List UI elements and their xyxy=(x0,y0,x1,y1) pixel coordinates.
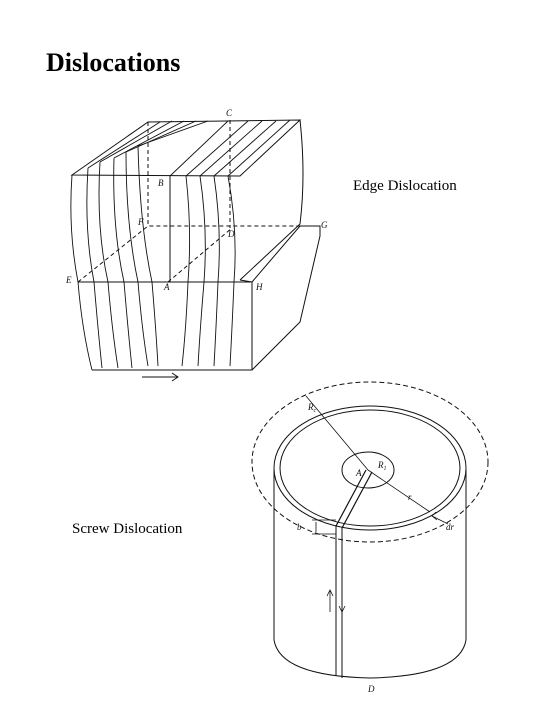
screw-cylinder-bottom xyxy=(273,639,467,679)
screw-label-A: A xyxy=(355,468,362,478)
screw-dr-arrow xyxy=(431,511,449,525)
edge-label-A: A xyxy=(163,282,170,292)
screw-cylinder-top-inner xyxy=(279,409,461,527)
edge-label-F: F xyxy=(137,217,144,227)
edge-label-H: H xyxy=(255,282,263,292)
screw-dislocation-caption: Screw Dislocation xyxy=(72,521,183,537)
screw-label-R1: R1 xyxy=(377,460,387,472)
edge-block-lower-front xyxy=(78,281,253,371)
screw-radius-Rc xyxy=(305,395,369,471)
edge-label-E: E xyxy=(65,275,72,285)
screw-cylinder-top xyxy=(273,405,467,531)
edge-label-G: G xyxy=(321,220,328,230)
screw-shear-arrow-up xyxy=(326,589,334,612)
edge-slip-plane xyxy=(77,225,318,283)
edge-dislocation-diagram: C B F D G E A H xyxy=(65,108,328,382)
page-title: Dislocations xyxy=(46,48,181,77)
edge-step-top xyxy=(239,279,253,283)
screw-b-marker xyxy=(312,519,336,535)
edge-label-C: C xyxy=(226,108,233,118)
edge-slip-step xyxy=(251,225,321,371)
edge-slip-plane-front xyxy=(167,227,233,283)
screw-shear-arrow-down xyxy=(338,590,346,613)
screw-label-D: D xyxy=(367,684,375,694)
edge-dislocation-caption: Edge Dislocation xyxy=(353,178,457,194)
screw-cut-line xyxy=(335,469,367,527)
screw-label-r: r xyxy=(408,492,412,502)
edge-block-right-upper xyxy=(239,119,304,281)
screw-radius-r xyxy=(367,469,431,513)
screw-outer-dashed-circle xyxy=(251,381,489,543)
edge-lattice-planes xyxy=(70,119,291,371)
edge-slip-arrow xyxy=(142,372,179,382)
screw-label-b: b xyxy=(297,522,302,532)
screw-core-circle xyxy=(341,451,395,489)
edge-label-D: D xyxy=(227,229,235,239)
edge-label-B: B xyxy=(158,178,164,188)
screw-label-Rc: Rc xyxy=(307,402,317,414)
screw-label-dr: dr xyxy=(446,522,455,532)
screw-dislocation-diagram: Rc A R1 r b dr D xyxy=(251,381,489,694)
screw-cut-line-2 xyxy=(341,471,373,529)
